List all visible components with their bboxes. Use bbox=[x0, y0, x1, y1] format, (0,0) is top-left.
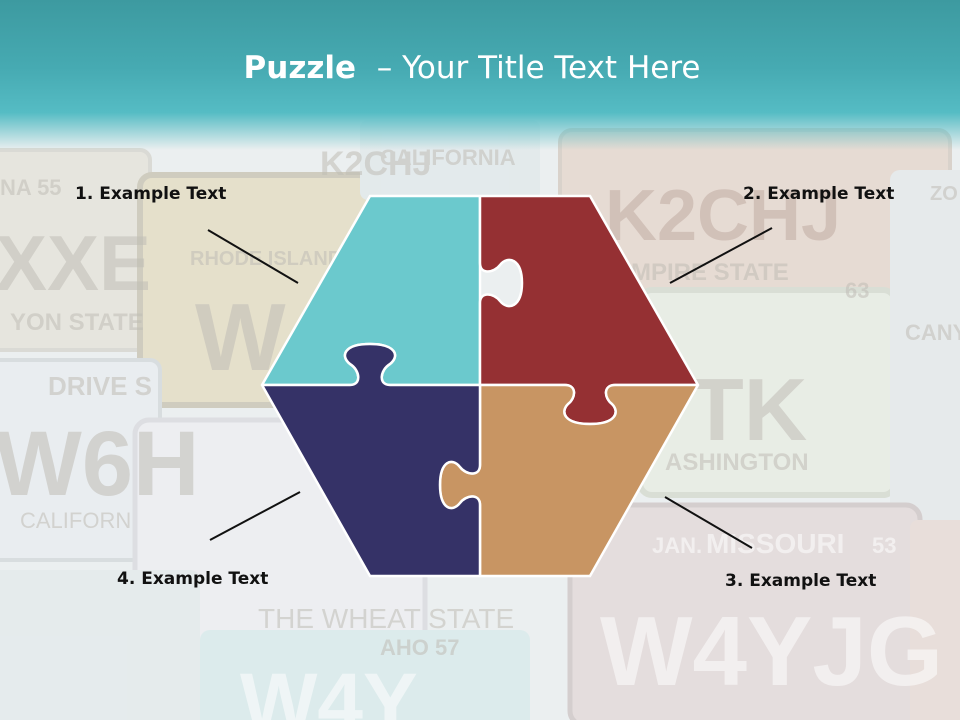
plate-text-6: CALIFORN bbox=[20, 508, 131, 533]
plate-text-3: YON STATE bbox=[10, 309, 144, 336]
plate-text-13: 63 bbox=[845, 278, 869, 303]
plate-text-19: W4YJG bbox=[600, 596, 943, 706]
connector-line-1 bbox=[207, 229, 299, 284]
title-banner bbox=[0, 0, 960, 150]
connector-line-4 bbox=[209, 491, 301, 541]
plate-text-18: 53 bbox=[872, 533, 896, 558]
connector-line-2 bbox=[669, 227, 773, 284]
plate-text-16: JAN. bbox=[652, 533, 702, 558]
plate-text-14: TK bbox=[690, 360, 807, 459]
example-text-3[interactable]: 3. Example Text bbox=[725, 571, 877, 591]
plate-text-22: CANY bbox=[905, 320, 960, 345]
plate-text-12: EMPIRE STATE bbox=[615, 259, 789, 286]
plate-text-8: RHODE ISLAND bbox=[190, 248, 342, 270]
hexagon-outline bbox=[260, 194, 700, 578]
plate-text-2: XXE bbox=[0, 219, 151, 307]
slide-title: Puzzle – Your Title Text Here bbox=[0, 50, 944, 86]
plate-text-24: AHO 57 bbox=[380, 635, 459, 660]
example-text-2[interactable]: 2. Example Text bbox=[743, 184, 895, 204]
title-bold: Puzzle bbox=[243, 50, 367, 86]
title-rest: – Your Title Text Here bbox=[366, 50, 701, 86]
plate-text-15: ASHINGTON bbox=[665, 449, 809, 476]
example-text-4[interactable]: 4. Example Text bbox=[117, 569, 269, 589]
plate-text-5: W6H bbox=[0, 413, 199, 515]
plate-text-7: K2CHJ bbox=[320, 145, 431, 183]
plate-text-20: THE WHEAT STATE bbox=[258, 603, 514, 634]
plate-text-17: MISSOURI bbox=[706, 528, 844, 559]
plate-text-1: NA 55 bbox=[0, 175, 62, 200]
plate-text-21: W4Y bbox=[240, 657, 418, 720]
plate-text-4: DRIVE S bbox=[48, 371, 152, 401]
connector-line-3 bbox=[664, 496, 753, 549]
plate-text-23: ZO bbox=[930, 183, 958, 205]
plate-text-11: K2CHJ bbox=[605, 176, 841, 256]
example-text-1[interactable]: 1. Example Text bbox=[75, 184, 227, 204]
